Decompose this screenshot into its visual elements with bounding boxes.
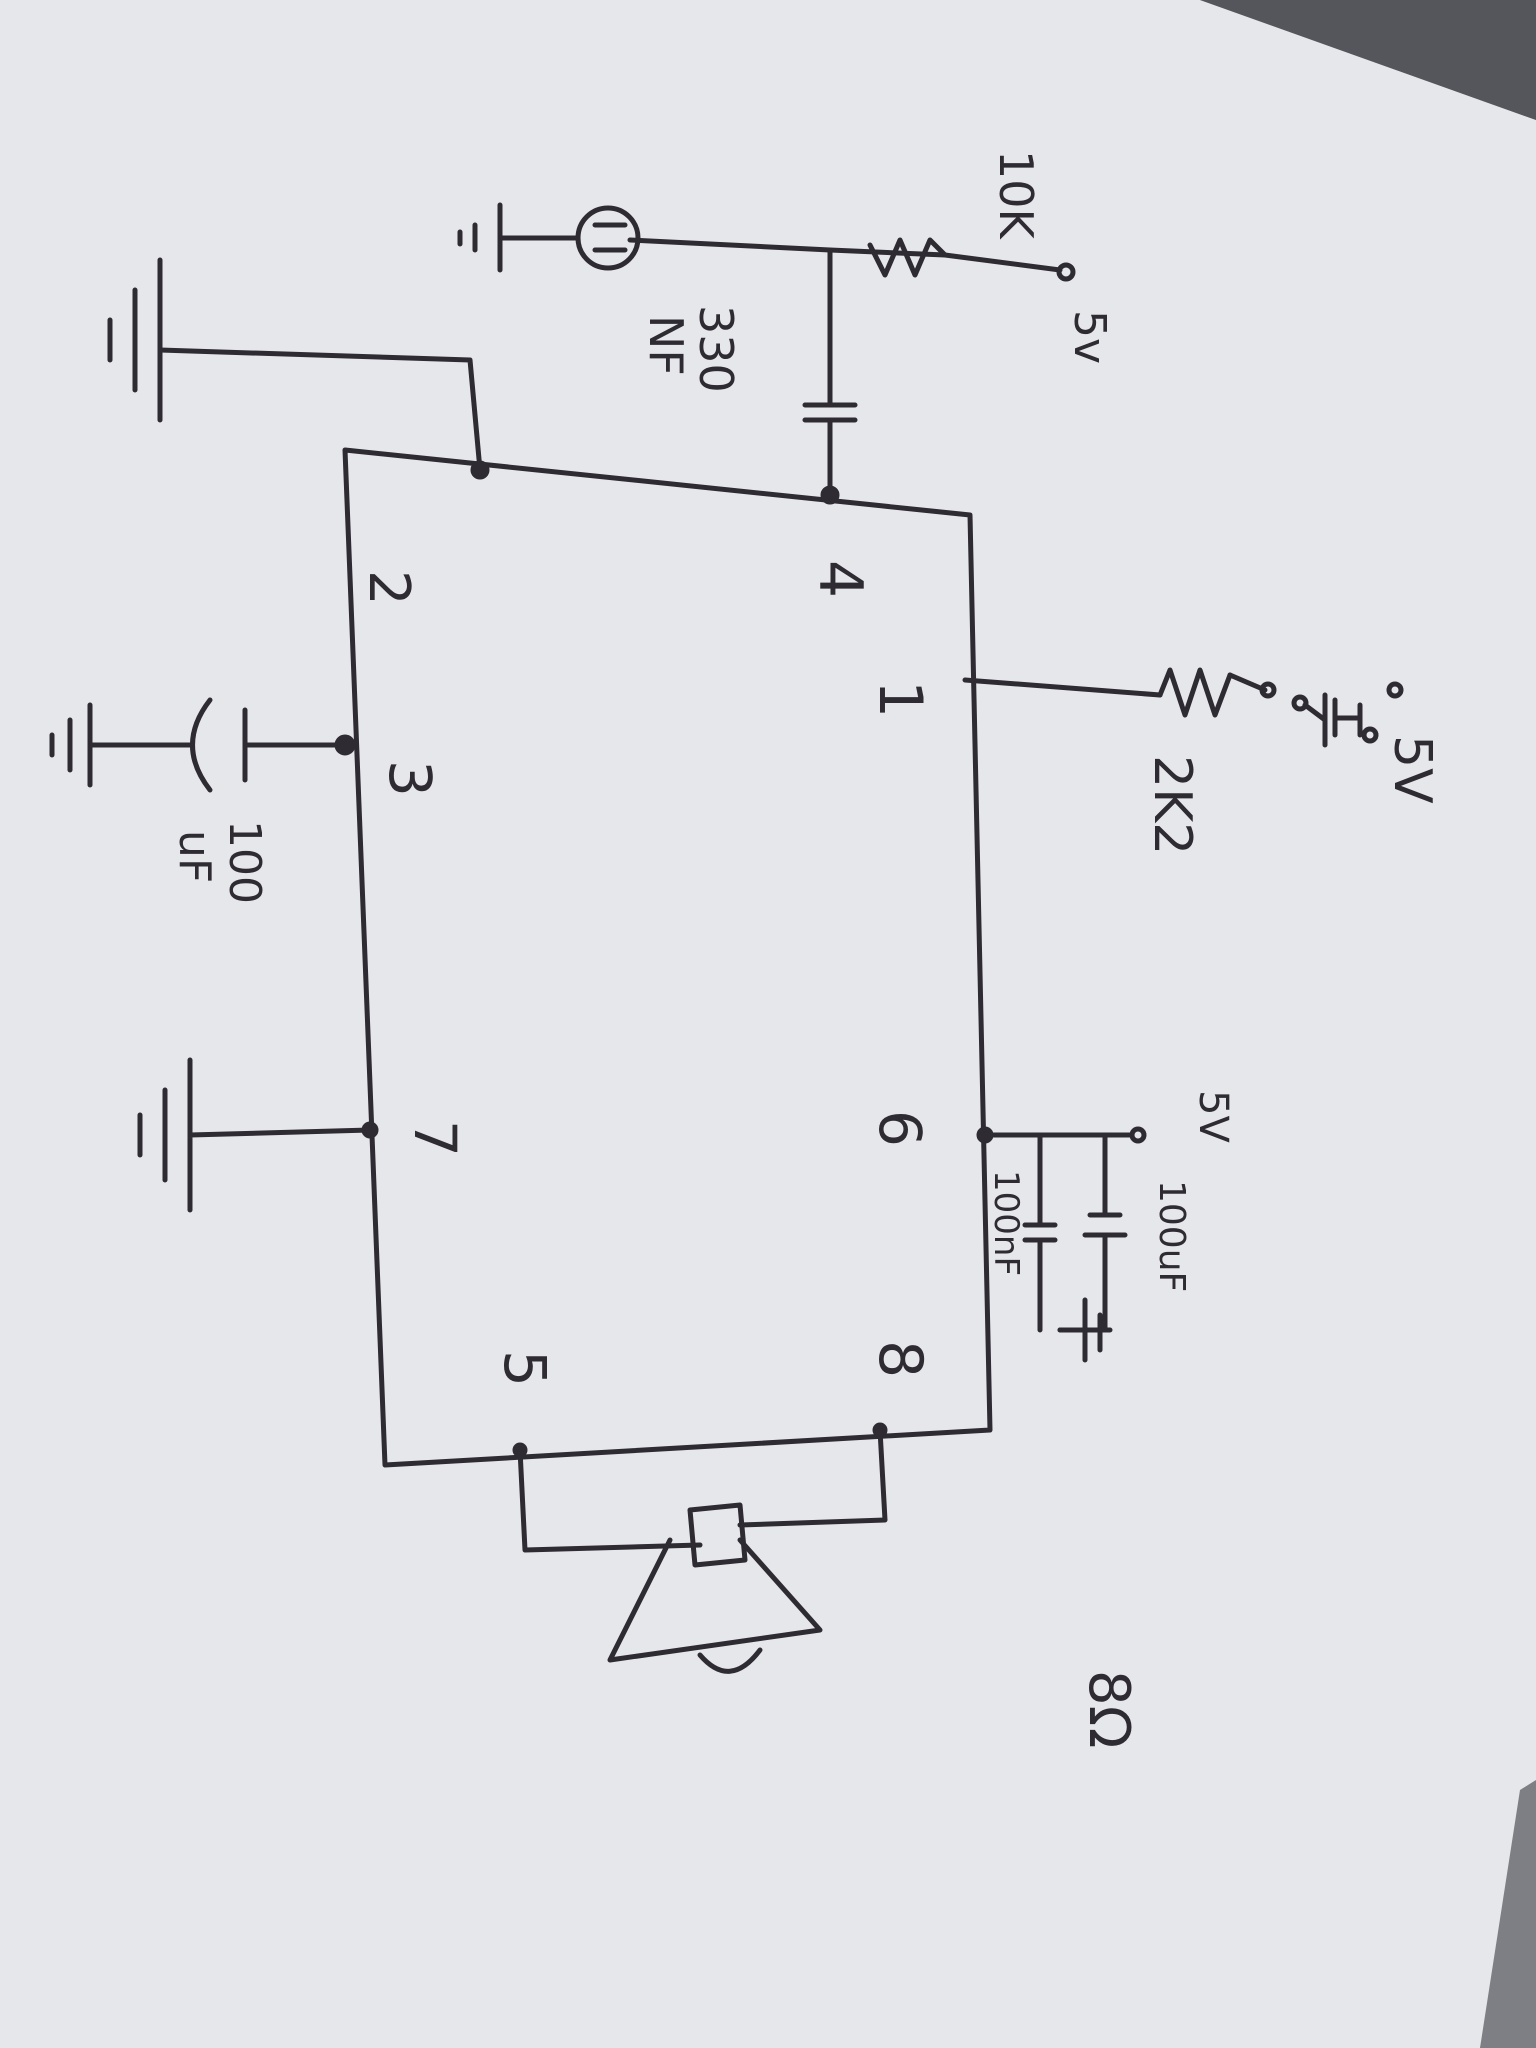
- cap-330-value-label: 330: [689, 305, 743, 393]
- switch-terminal-b: [1361, 726, 1379, 744]
- speaker-wire-a: [517, 1447, 703, 1553]
- cap-100uf-supply-label: 100uF: [1151, 1180, 1192, 1292]
- supply-5v-top-terminal: [1386, 681, 1404, 699]
- table-edge: [1480, 1780, 1536, 2048]
- capacitor-100nf: [1022, 1132, 1058, 1333]
- speaker-ohms-label: 8Ω: [1076, 1670, 1141, 1748]
- switch-symbol: [1302, 692, 1363, 748]
- ground-symbol-pin3: [49, 702, 193, 788]
- mic-ground-lead: [497, 202, 581, 273]
- cap-100uf-pin3-value-label: 100: [219, 820, 270, 904]
- speaker-wire-b: [737, 1427, 888, 1528]
- microphone-inner: [592, 222, 628, 253]
- supply-5v-left-terminal: [1056, 262, 1076, 282]
- pin2-ground-wire: [157, 347, 483, 473]
- pin4-label: 4: [805, 560, 875, 598]
- cap-100uf-plate-curved: [190, 697, 213, 793]
- mic-wire: [627, 237, 833, 253]
- supply-5v-top-label: 5V: [1382, 735, 1442, 804]
- pin5-label: 5: [491, 1350, 559, 1387]
- r2k2-label: 2K2: [1142, 755, 1202, 855]
- supply-5v-left-label: 5v: [1064, 310, 1115, 364]
- pin1-label: 1: [865, 680, 935, 718]
- terminal-2k2: [1259, 681, 1277, 699]
- pin3-label: 3: [376, 760, 444, 797]
- pin7-label: 7: [401, 1120, 469, 1157]
- resistor-10k-lead: [942, 252, 1063, 273]
- ground-symbol-left: [107, 257, 163, 423]
- speaker-magnet: [687, 1502, 748, 1568]
- capacitor-100uf-supply: [1057, 1132, 1128, 1333]
- ground-symbol-supply: [1057, 1297, 1113, 1363]
- paper-corner-shadow: [1200, 0, 1536, 120]
- resistor-10k: [867, 237, 948, 278]
- resistor-2k2: [1157, 667, 1233, 718]
- cap-330-unit-label: NF: [639, 315, 693, 376]
- supply-5v-right-terminal: [1129, 1126, 1147, 1144]
- ground-symbol-pin7: [137, 1057, 373, 1213]
- resistor-2k2-lead: [1227, 672, 1268, 693]
- pin8-label: 8: [865, 1340, 935, 1378]
- cap-100uf-pin3-unit-label: uF: [169, 830, 220, 883]
- pin2-label: 2: [356, 570, 421, 606]
- mic-ground-symbol: [457, 222, 478, 253]
- supply-5v-right-label: 5V: [1190, 1090, 1236, 1143]
- r10k-label: 10K: [989, 150, 1043, 241]
- speaker-dustcap: [697, 1647, 763, 1674]
- pin6-label: 6: [866, 1110, 934, 1147]
- switch-terminal-a: [1291, 694, 1309, 712]
- speaker-cone: [607, 1537, 823, 1663]
- cap-100nf-label: 100nF: [986, 1170, 1026, 1276]
- pin1-wire: [962, 677, 1163, 698]
